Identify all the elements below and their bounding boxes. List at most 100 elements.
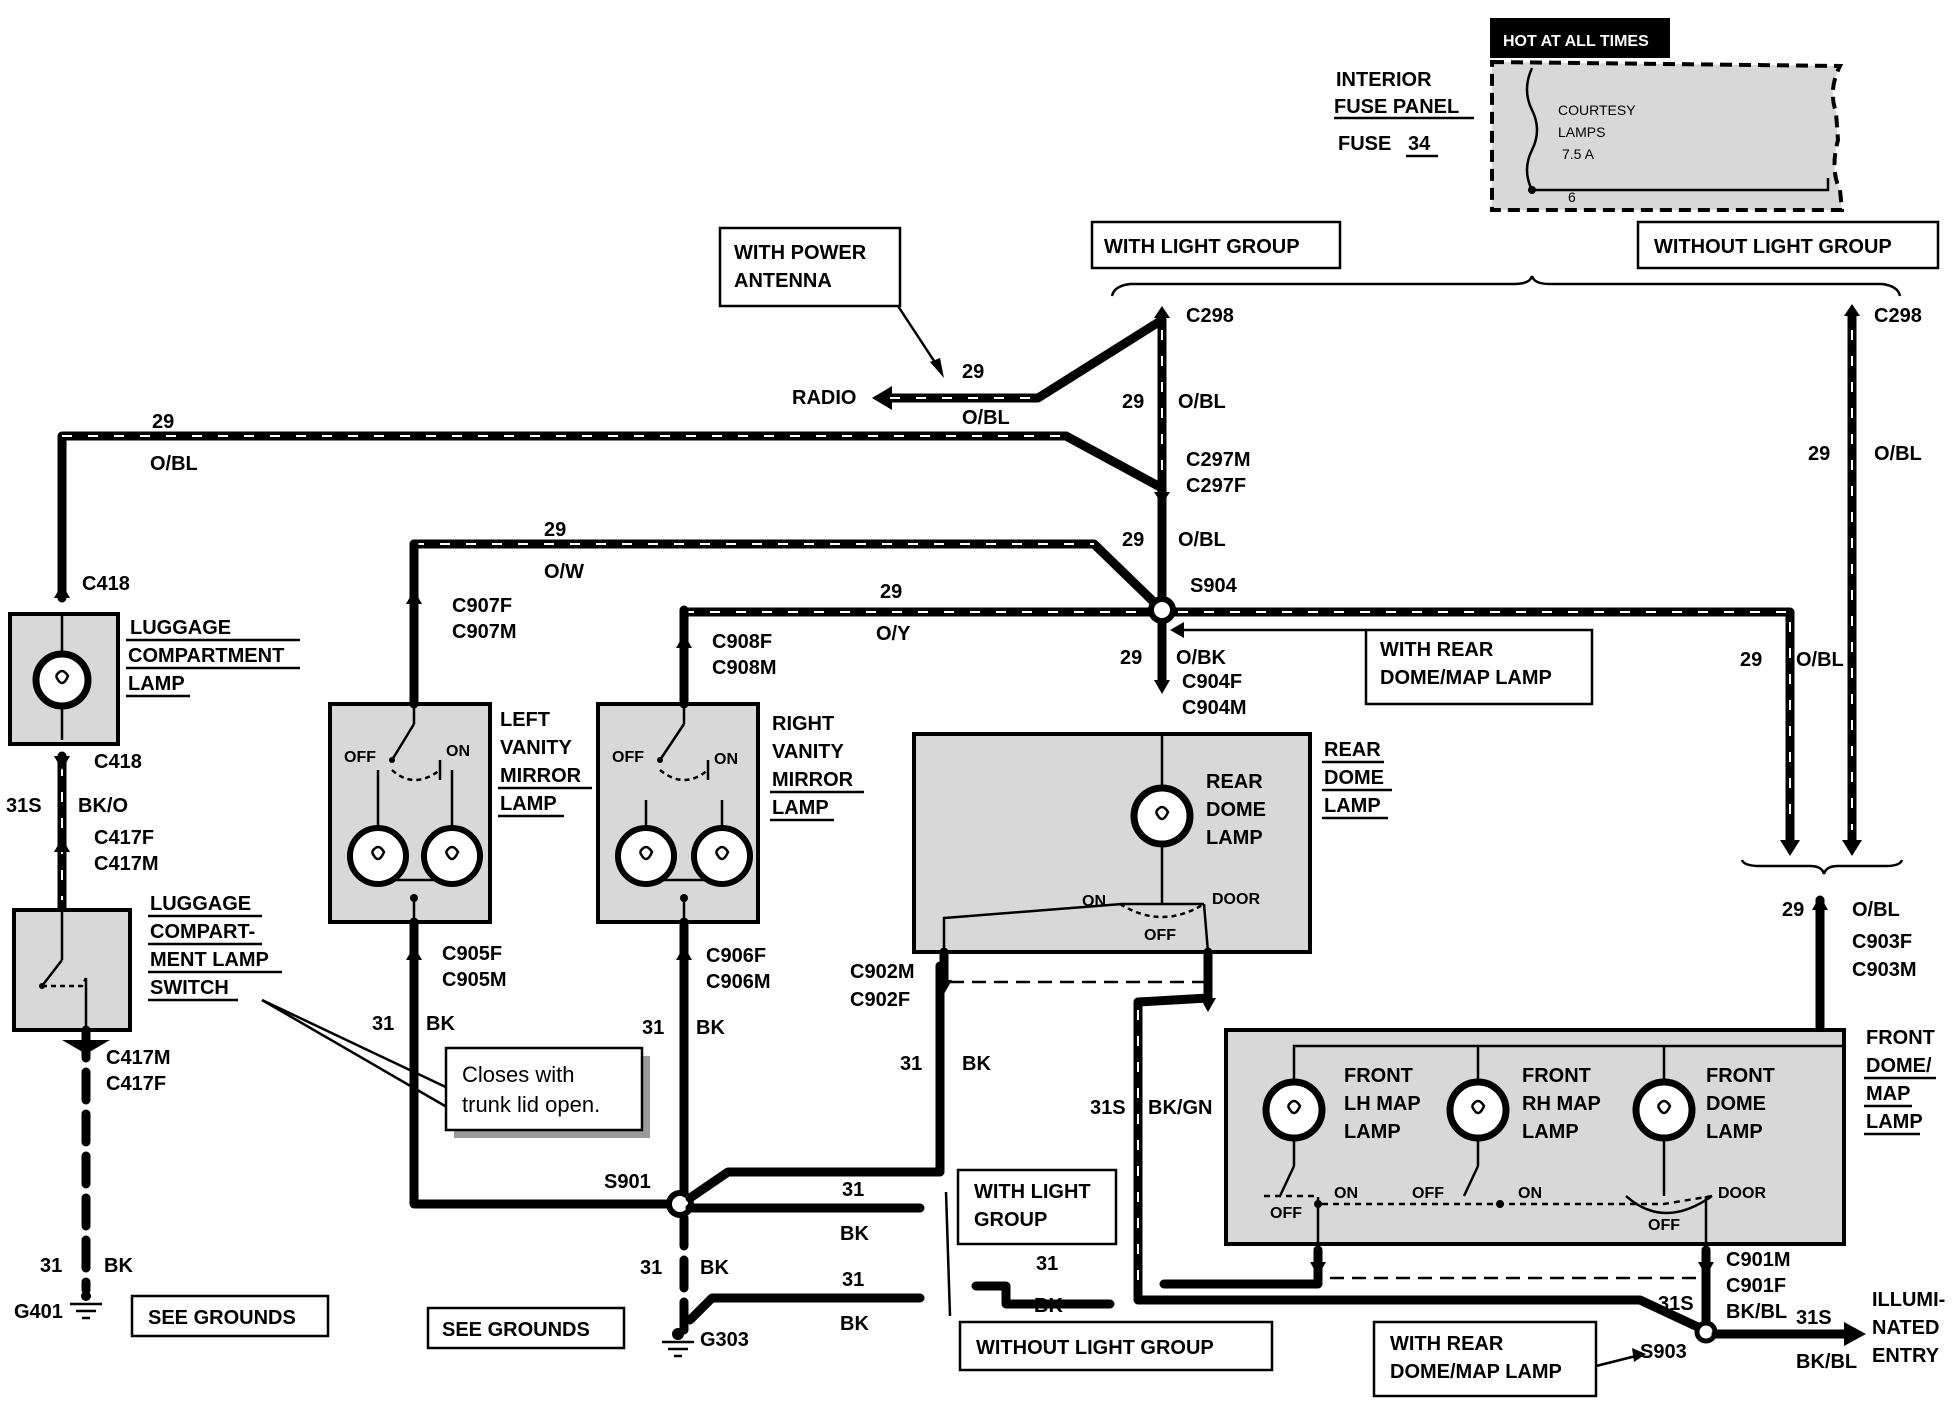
c906f: C906F bbox=[706, 945, 766, 967]
front-lamp-switch-bus bbox=[1264, 1194, 1713, 1206]
see-grounds-left-box[interactable] bbox=[130, 1294, 330, 1338]
c417f: C417F bbox=[94, 827, 154, 849]
wire-to-radio bbox=[885, 315, 1167, 403]
fuse-name-2: LAMPS bbox=[1558, 124, 1605, 140]
c906m: C906M bbox=[706, 971, 770, 993]
wl-rv-bk: BK bbox=[696, 1017, 725, 1039]
wl-right-29: 29 bbox=[1808, 443, 1830, 465]
front-lh-label-1: FRONT bbox=[1344, 1065, 1413, 1087]
rear-dome-outer-1: REAR bbox=[1324, 739, 1381, 761]
with-light-group-bottom-1: WITH LIGHT bbox=[974, 1181, 1091, 1203]
front-lh-on: ON bbox=[1334, 1185, 1358, 1202]
rear-dome-outer-3: LAMP bbox=[1324, 795, 1381, 817]
left-vanity-switch-blade bbox=[390, 723, 416, 761]
luggage-lamp-label-3: LAMP bbox=[128, 673, 185, 695]
g303: G303 bbox=[700, 1329, 749, 1351]
c297m: C297M bbox=[1186, 449, 1250, 471]
rear-dome-switch bbox=[1119, 902, 1205, 919]
fuse-rating: 7.5 A bbox=[1562, 146, 1595, 162]
wl-c903-29: 29 bbox=[1782, 899, 1804, 921]
wl-bkgn: BK/GN bbox=[1148, 1097, 1212, 1119]
wl-mid-29: 29 bbox=[1740, 649, 1762, 671]
rear-dome-outer-2: DOME bbox=[1324, 767, 1384, 789]
front-dome-map-label-3: MAP bbox=[1866, 1083, 1910, 1105]
with-rear-dome-bottom-box bbox=[1372, 1320, 1598, 1398]
without-light-group-text: WITHOUT LIGHT GROUP bbox=[1654, 236, 1892, 258]
wl-g303-31: 31 bbox=[842, 1269, 864, 1291]
left-vanity-box bbox=[328, 702, 492, 924]
luggage-switch-blade bbox=[41, 959, 63, 987]
c907f: C907F bbox=[452, 595, 512, 617]
front-dome-map-label-4: LAMP bbox=[1866, 1111, 1923, 1133]
c417m: C417M bbox=[106, 1047, 170, 1069]
connector-labels: C298 C298 C297M C297F S904 C418 C418 C41… bbox=[14, 305, 1922, 1363]
wl-ie-bkbl: BK/BL bbox=[1796, 1351, 1857, 1373]
wl-s901-31: 31 bbox=[640, 1257, 662, 1279]
c904f: C904F bbox=[1182, 671, 1242, 693]
wire-c902-right-to-s903 bbox=[1133, 947, 1705, 1333]
wl-g303-bk: BK bbox=[840, 1313, 869, 1335]
right-vanity-label-2: VANITY bbox=[772, 741, 845, 763]
power-antenna-note: WITH POWER ANTENNA bbox=[718, 226, 944, 378]
fuse-node bbox=[1528, 186, 1536, 194]
fuse-panel-outline bbox=[1490, 59, 1845, 212]
c418-bot: C418 bbox=[94, 751, 142, 773]
wl-lv-31: 31 bbox=[372, 1013, 394, 1035]
g303-ground-icon bbox=[662, 1328, 694, 1358]
wl-lug-bko: BK/O bbox=[78, 795, 128, 817]
wire-to-left-vanity bbox=[409, 539, 1167, 615]
radio-arrowhead bbox=[872, 386, 892, 410]
c901f: C901F bbox=[1726, 1275, 1786, 1297]
wl-c902-31: 31 bbox=[900, 1053, 922, 1075]
rear-dome-on: ON bbox=[1082, 893, 1106, 910]
wl-s901-bk: BK bbox=[700, 1257, 729, 1279]
front-rh-label-1: FRONT bbox=[1522, 1065, 1591, 1087]
wl-wlg-bk: BK bbox=[1034, 1295, 1063, 1317]
see-grounds-left-text: SEE GROUNDS bbox=[148, 1307, 296, 1329]
c903f: C903F bbox=[1852, 931, 1912, 953]
left-vanity-label-4: LAMP bbox=[500, 793, 557, 815]
fuse-name-1: COURTESY bbox=[1558, 102, 1636, 118]
left-vanity-on: ON bbox=[446, 743, 470, 760]
front-dome-map-lamp: OFF ON OFF ON OFF DOOR FRONT LH MAP LAMP… bbox=[1224, 1028, 1846, 1250]
c903m: C903M bbox=[1852, 959, 1916, 981]
front-lh-off: OFF bbox=[1270, 1205, 1302, 1222]
illuminated-entry-1: ILLUMI- bbox=[1872, 1289, 1945, 1311]
front-rh-map-bulb-icon bbox=[1446, 1078, 1510, 1142]
wl-lv-bk: BK bbox=[426, 1013, 455, 1035]
wire-front-lh-out bbox=[1159, 1245, 1323, 1289]
right-vanity-label-1: RIGHT bbox=[772, 713, 834, 735]
wire-s901-to-c902 bbox=[685, 961, 945, 1203]
wl-radio-29: 29 bbox=[962, 361, 984, 383]
see-grounds-mid-box[interactable] bbox=[426, 1306, 626, 1350]
wl-radio-obl: O/BL bbox=[962, 407, 1010, 429]
right-vanity-label-3: MIRROR bbox=[772, 769, 854, 791]
hot-at-all-times-banner bbox=[1490, 18, 1670, 58]
c418-top: C418 bbox=[82, 573, 130, 595]
c907m: C907M bbox=[452, 621, 516, 643]
rear-dome-off: OFF bbox=[1144, 927, 1176, 944]
wl-obk: O/BK bbox=[1176, 647, 1227, 669]
wl-top-29: 29 bbox=[152, 411, 174, 433]
with-light-group-bottom-2: GROUP bbox=[974, 1209, 1047, 1231]
c901m: C901M bbox=[1726, 1249, 1790, 1271]
rear-dome-inner-3: LAMP bbox=[1206, 827, 1263, 849]
c902m: C902M bbox=[850, 961, 914, 983]
wl-ow-29: 29 bbox=[544, 519, 566, 541]
wl-lg-31: 31 bbox=[842, 1179, 864, 1201]
luggage-lamp-label-1: LUGGAGE bbox=[130, 617, 231, 639]
closes-text-1: Closes with bbox=[462, 1062, 574, 1087]
wire-to-luggage-lamp bbox=[57, 431, 1167, 603]
without-light-group-bottom-text: WITHOUT LIGHT GROUP bbox=[976, 1337, 1214, 1359]
illuminated-entry-2: NATED bbox=[1872, 1317, 1939, 1339]
left-vanity-off: OFF bbox=[344, 749, 376, 766]
c904m: C904M bbox=[1182, 697, 1246, 719]
c905f: C905F bbox=[442, 943, 502, 965]
front-dome-map-label-2: DOME/ bbox=[1866, 1055, 1932, 1077]
c417f-bot: C417F bbox=[106, 1073, 166, 1095]
front-dome-door: DOOR bbox=[1718, 1185, 1766, 1202]
front-dome-label-3: LAMP bbox=[1706, 1121, 1763, 1143]
wl-ie-31s: 31S bbox=[1796, 1307, 1832, 1329]
wl-c903-obl: O/BL bbox=[1852, 899, 1900, 921]
